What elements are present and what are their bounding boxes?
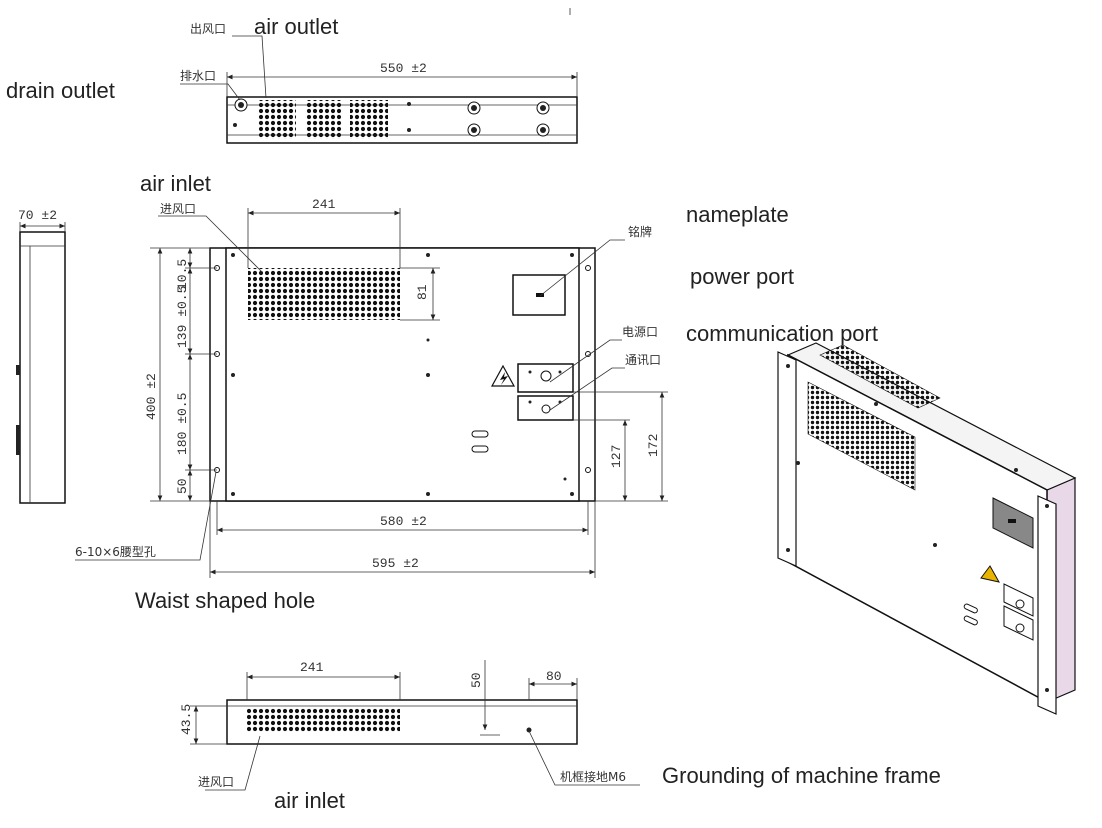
- dim-port-127: 127: [609, 445, 624, 468]
- cn-power-port: 电源口: [622, 325, 658, 339]
- dim-seg-mid: 180 ±0.5: [175, 393, 190, 455]
- cn-air-outlet: 出风口: [190, 22, 226, 36]
- side-view-body: [19, 231, 66, 504]
- label-communication-port: communication port: [686, 321, 878, 346]
- dim-seg-upper: 139 ±0.5: [175, 286, 190, 348]
- power-port-icon: [540, 370, 552, 382]
- cn-waist-hole: 6-10×6腰型孔: [75, 545, 156, 559]
- top-fan-grille-3: [350, 100, 388, 139]
- top-view: 550 ±2 出风口 air outlet 排水口 drain outlet: [6, 8, 578, 144]
- label-grounding: Grounding of machine frame: [662, 763, 941, 788]
- dim-top-width: 550 ±2: [380, 61, 427, 76]
- label-air-inlet-bottom: air inlet: [274, 788, 345, 813]
- dim-width-595: 595 ±2: [372, 556, 419, 571]
- isometric-view: [777, 342, 1077, 715]
- bottom-air-inlet-grille: [247, 708, 400, 732]
- dim-seg-upper-small: 10.5: [175, 259, 190, 290]
- label-drain-outlet: drain outlet: [6, 78, 115, 103]
- cn-drain-outlet: 排水口: [180, 69, 216, 83]
- cn-nameplate: 铭牌: [628, 224, 652, 239]
- warning-icon: [490, 364, 516, 387]
- top-fan-grille-2: [305, 100, 343, 139]
- iso-air-inlet-grille: [807, 381, 916, 491]
- cn-air-inlet-front: 进风口: [160, 202, 196, 216]
- side-view: 70 ±2: [16, 208, 66, 504]
- dim-front-grille-height: 81: [415, 284, 430, 300]
- label-waist-shaped-hole: Waist shaped hole: [135, 588, 315, 613]
- front-view: 241 81 400 ±2 10.5 139 ±0.5 180 ±0.5 50 …: [75, 171, 878, 613]
- dim-bottom-50: 50: [469, 672, 484, 688]
- label-nameplate: nameplate: [686, 202, 789, 227]
- label-air-inlet-front: air inlet: [140, 171, 211, 196]
- label-power-port: power port: [690, 264, 794, 289]
- dim-seg-lower: 50: [175, 478, 190, 494]
- dim-port-172: 172: [646, 434, 661, 457]
- cn-communication-port: 通讯口: [625, 353, 661, 367]
- dim-front-height: 400 ±2: [144, 373, 159, 420]
- bottom-view: 241 43.5 50 80 进风口 air inlet 机框接地M6 Grou…: [179, 660, 941, 813]
- dim-bottom-80: 80: [546, 669, 562, 684]
- cn-grounding: 机框接地M6: [560, 769, 626, 784]
- communication-port-icon: [541, 404, 551, 414]
- dim-bottom-height: 43.5: [179, 704, 194, 735]
- label-air-outlet: air outlet: [254, 14, 338, 39]
- dim-bottom-grille-width: 241: [300, 660, 324, 675]
- dim-front-grille-width: 241: [312, 197, 336, 212]
- iso-warning-icon: [980, 565, 1000, 583]
- cn-air-inlet-bottom: 进风口: [198, 775, 234, 789]
- top-fan-grille-1: [258, 100, 296, 139]
- front-air-inlet-grille: [248, 268, 400, 320]
- dim-side-depth: 70 ±2: [18, 208, 57, 223]
- dim-width-580: 580 ±2: [380, 514, 427, 529]
